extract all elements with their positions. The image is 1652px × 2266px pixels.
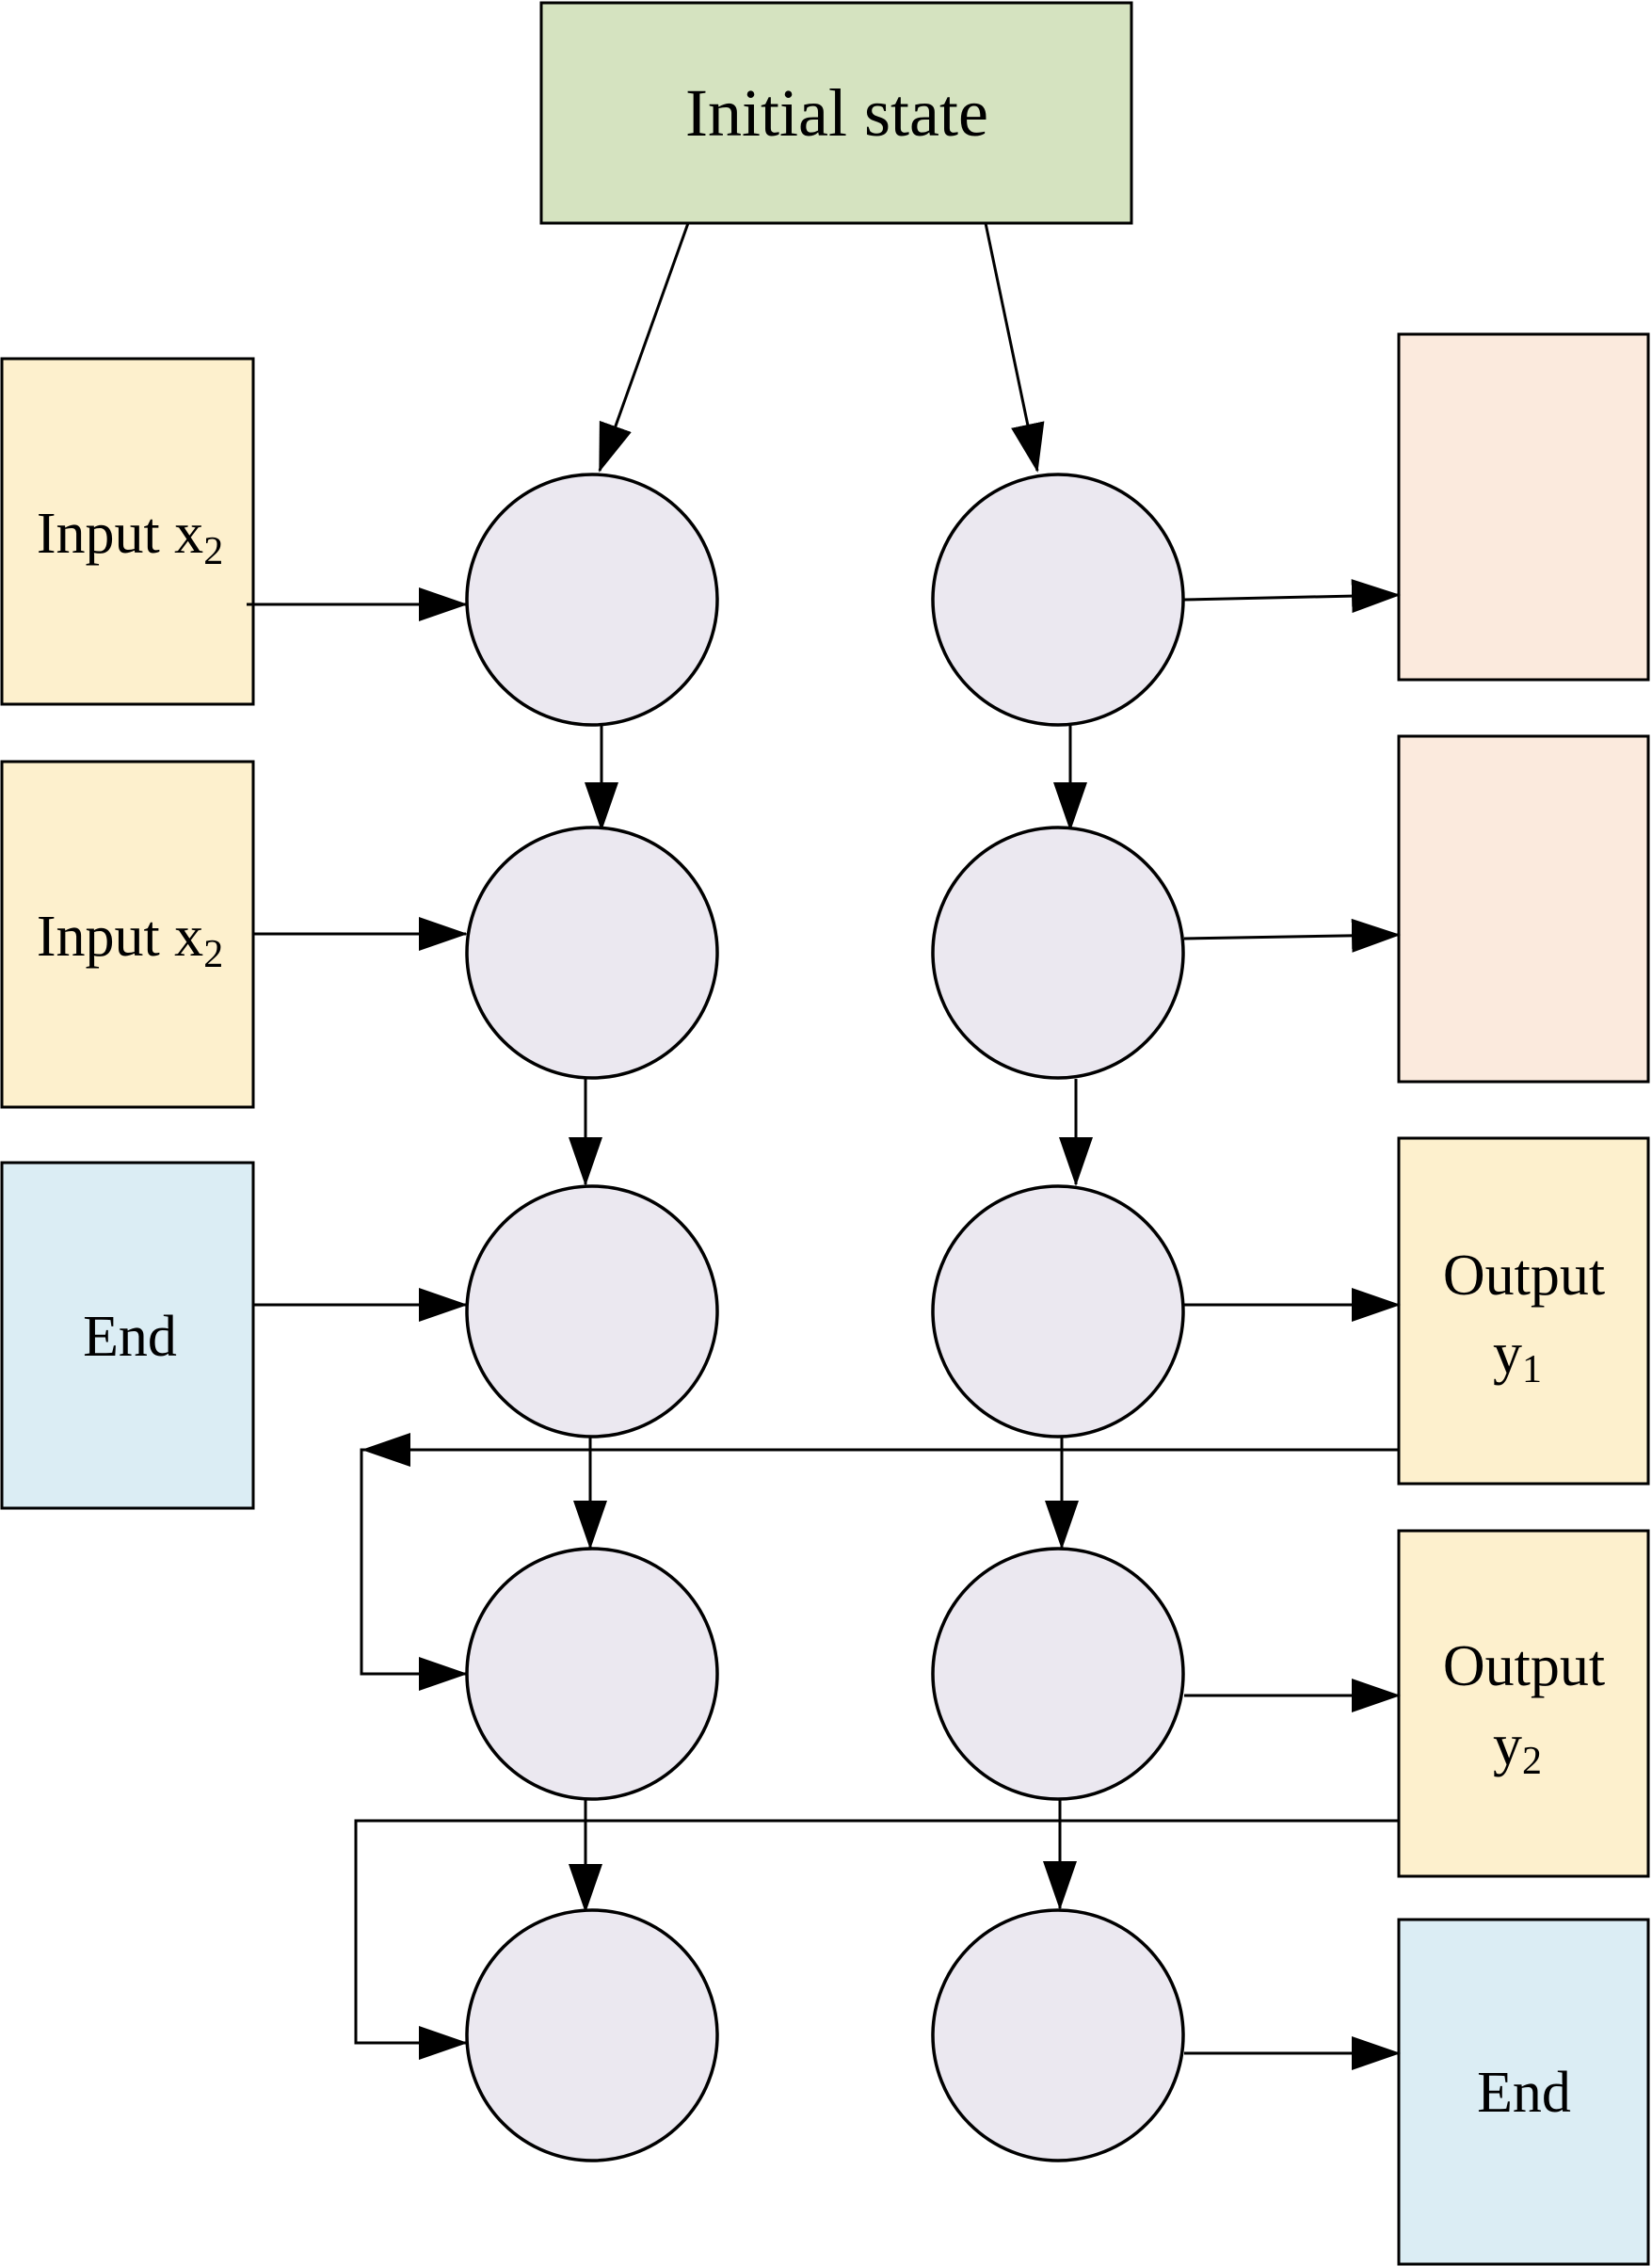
input-end-label: End [83,1305,177,1369]
node-right-3 [931,1184,1185,1438]
output-y1-var: y1 [1493,1322,1542,1391]
input-box-2: Input x2 [0,760,255,1109]
node-left-3 [465,1184,719,1438]
output-y2-label: Output [1443,1634,1605,1698]
input-box-2-label: Input x2 [37,905,223,976]
encoder-column [465,473,719,2162]
initial-state-label: Initial state [685,75,988,151]
output-box-1 [1397,332,1650,682]
output-end-rect [1397,1918,1650,2266]
output-box-2 [1397,734,1650,1084]
output-y2-rect [1397,1529,1650,1878]
node-left-2 [465,826,719,1080]
output-y1-rect [1397,1136,1650,1486]
edge-output2 [1183,918,1401,953]
initial-state-rect [539,1,1133,225]
output-box-2-rect [1397,734,1650,1084]
node-right-2 [931,826,1185,1080]
node-left-4 [465,1547,719,1801]
node-right-4 [931,1547,1185,1801]
decoder-column [931,473,1185,2162]
initial-state-box: Initial state [539,1,1133,225]
output-box-1-rect [1397,332,1650,682]
output-y1-label: Output [1443,1244,1605,1308]
edge-init-to-decoder [984,222,1045,473]
edge-feedback-y2 [354,1819,1399,2060]
output-y2-var: y2 [1493,1713,1542,1783]
input-box-1-label: Input x2 [37,502,223,573]
edge-output1 [1183,579,1401,614]
node-right-1 [931,473,1185,727]
input-box-1-rect [0,357,255,706]
node-left-1 [465,473,719,727]
output-end-label: End [1477,2061,1571,2125]
node-left-5 [465,1908,719,2162]
input-box-2-rect [0,760,255,1109]
edge-init-to-encoder [598,222,690,473]
edge-feedback-y1-into-node [360,1448,468,1691]
node-right-5 [931,1908,1185,2162]
output-y1-box: Output y1 [1397,1136,1650,1486]
edges [247,222,1401,2070]
output-y2-box: Output y2 [1397,1529,1650,1878]
input-end-box: End [0,1161,255,1510]
output-end-box: End [1397,1918,1650,2266]
input-box-1: Input x2 [0,357,255,706]
input-end-rect [0,1161,255,1510]
